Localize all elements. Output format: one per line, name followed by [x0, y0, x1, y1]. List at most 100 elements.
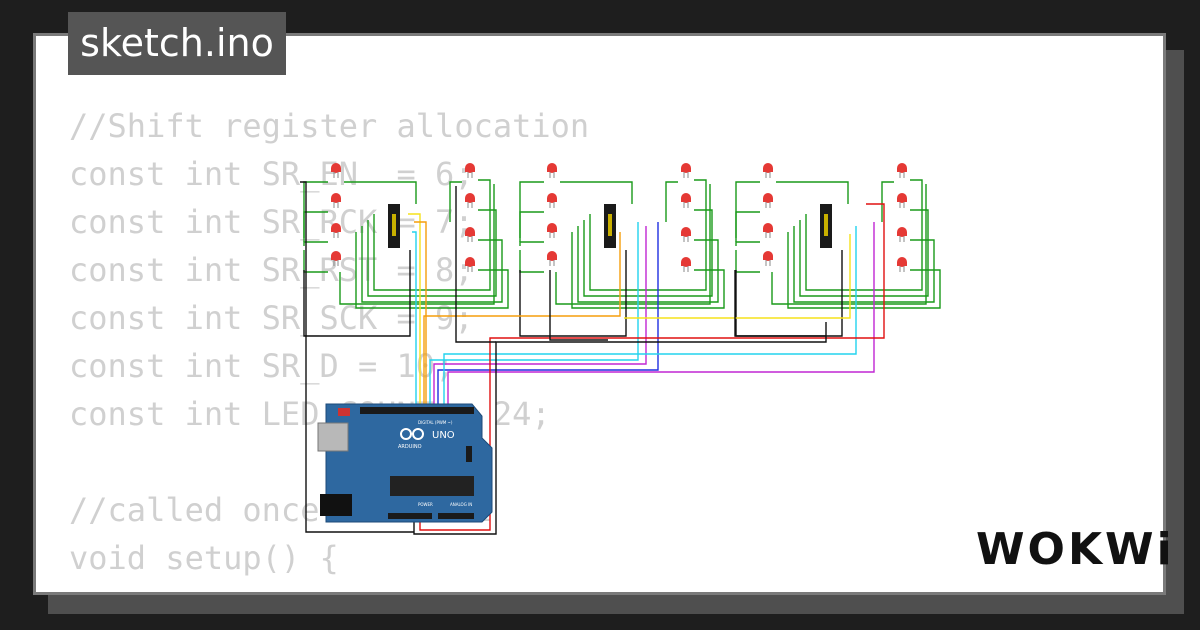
led	[897, 163, 907, 178]
power-wire	[419, 203, 885, 531]
code-line: pinMode(SR_EN, OUTPUT);	[69, 587, 551, 592]
led	[763, 251, 773, 266]
signal-wire	[423, 232, 621, 404]
led	[681, 227, 691, 242]
led-base	[331, 198, 341, 202]
led-wire	[355, 232, 509, 309]
led-base	[763, 256, 773, 260]
led	[763, 223, 773, 238]
led-base	[897, 262, 907, 266]
led	[681, 163, 691, 178]
led-wire	[519, 181, 544, 238]
led-wire	[799, 209, 929, 297]
gnd-wire	[549, 270, 608, 341]
shift-register-chip	[604, 204, 616, 248]
signal-wire	[443, 226, 857, 404]
led	[465, 163, 475, 178]
digital-header	[360, 407, 474, 414]
led-base	[897, 198, 907, 202]
led-wire	[519, 250, 544, 273]
power-label: POWER	[418, 502, 433, 507]
led-base	[763, 228, 773, 232]
led-base	[547, 168, 557, 172]
signal-wire	[447, 222, 875, 404]
led-wire	[735, 211, 760, 242]
led-wire	[344, 181, 417, 204]
led	[763, 163, 773, 178]
arduino-uno-board[interactable]: UNO ARDUINO DIGITAL (PWM ~) POWER ANALOG…	[317, 403, 493, 523]
led-wire	[367, 209, 497, 297]
code-background: //Shift register allocation const int SR…	[69, 102, 589, 592]
gnd-wire	[303, 250, 411, 337]
led-base	[547, 228, 557, 232]
led-wire	[735, 250, 760, 273]
board-brand-label: ARDUINO	[398, 444, 422, 450]
led	[897, 193, 907, 208]
led-base	[547, 198, 557, 202]
shift-register-chip	[820, 204, 832, 248]
atmega-chip	[390, 476, 474, 496]
led-base	[465, 262, 475, 266]
wires	[300, 179, 941, 535]
icsp-header	[466, 446, 472, 462]
led-wire	[571, 232, 725, 309]
led-base	[897, 232, 907, 236]
led-base	[763, 168, 773, 172]
led-wire	[805, 179, 923, 291]
led-wire	[776, 181, 849, 204]
code-line: const int SR_SCK = 9;	[69, 299, 474, 337]
led-modules	[331, 163, 907, 272]
gnd-wire	[519, 250, 627, 337]
led	[897, 257, 907, 272]
led-base	[331, 228, 341, 232]
gnd-wire	[300, 181, 414, 533]
led-wire	[771, 184, 927, 305]
chip-label	[392, 214, 396, 236]
power-header	[388, 513, 432, 519]
led-wire	[555, 184, 711, 305]
power-jack	[320, 494, 352, 516]
digital-label: DIGITAL (PWM ~)	[418, 420, 453, 425]
led-base	[465, 198, 475, 202]
led-base	[465, 232, 475, 236]
led-base	[681, 168, 691, 172]
usb-port	[317, 422, 349, 452]
led	[897, 227, 907, 242]
led	[465, 227, 475, 242]
led-wire	[303, 250, 328, 273]
led-wire	[519, 241, 544, 246]
led	[547, 193, 557, 208]
led	[547, 251, 557, 266]
led-wire	[735, 241, 760, 246]
chip-label	[608, 214, 612, 236]
led-base	[897, 168, 907, 172]
code-line: const int SR_EN = 6;	[69, 155, 474, 193]
signal-wire	[624, 234, 851, 319]
led-base	[331, 168, 341, 172]
code-line: const int SR_RCK = 7;	[69, 203, 474, 241]
led-wire	[589, 179, 707, 291]
led	[465, 257, 475, 272]
sketch-title: sketch.ino	[68, 12, 286, 75]
led	[547, 223, 557, 238]
led-wire	[881, 181, 894, 222]
reset-button[interactable]	[338, 408, 350, 416]
led	[331, 193, 341, 208]
led-wire	[339, 184, 495, 305]
led-wire	[735, 181, 760, 238]
gnd-wire	[734, 270, 826, 337]
wokwi-logo: WOKWi	[976, 524, 1175, 575]
led	[547, 163, 557, 178]
led	[465, 193, 475, 208]
led-wire	[303, 181, 328, 238]
led-wire	[583, 209, 713, 297]
gnd-wire	[455, 186, 496, 343]
led-base	[331, 256, 341, 260]
analog-label: ANALOG IN	[450, 502, 472, 507]
signal-wire	[437, 222, 659, 404]
led	[331, 251, 341, 266]
signal-wire	[414, 221, 427, 404]
led-base	[763, 198, 773, 202]
led-wire	[303, 211, 328, 242]
